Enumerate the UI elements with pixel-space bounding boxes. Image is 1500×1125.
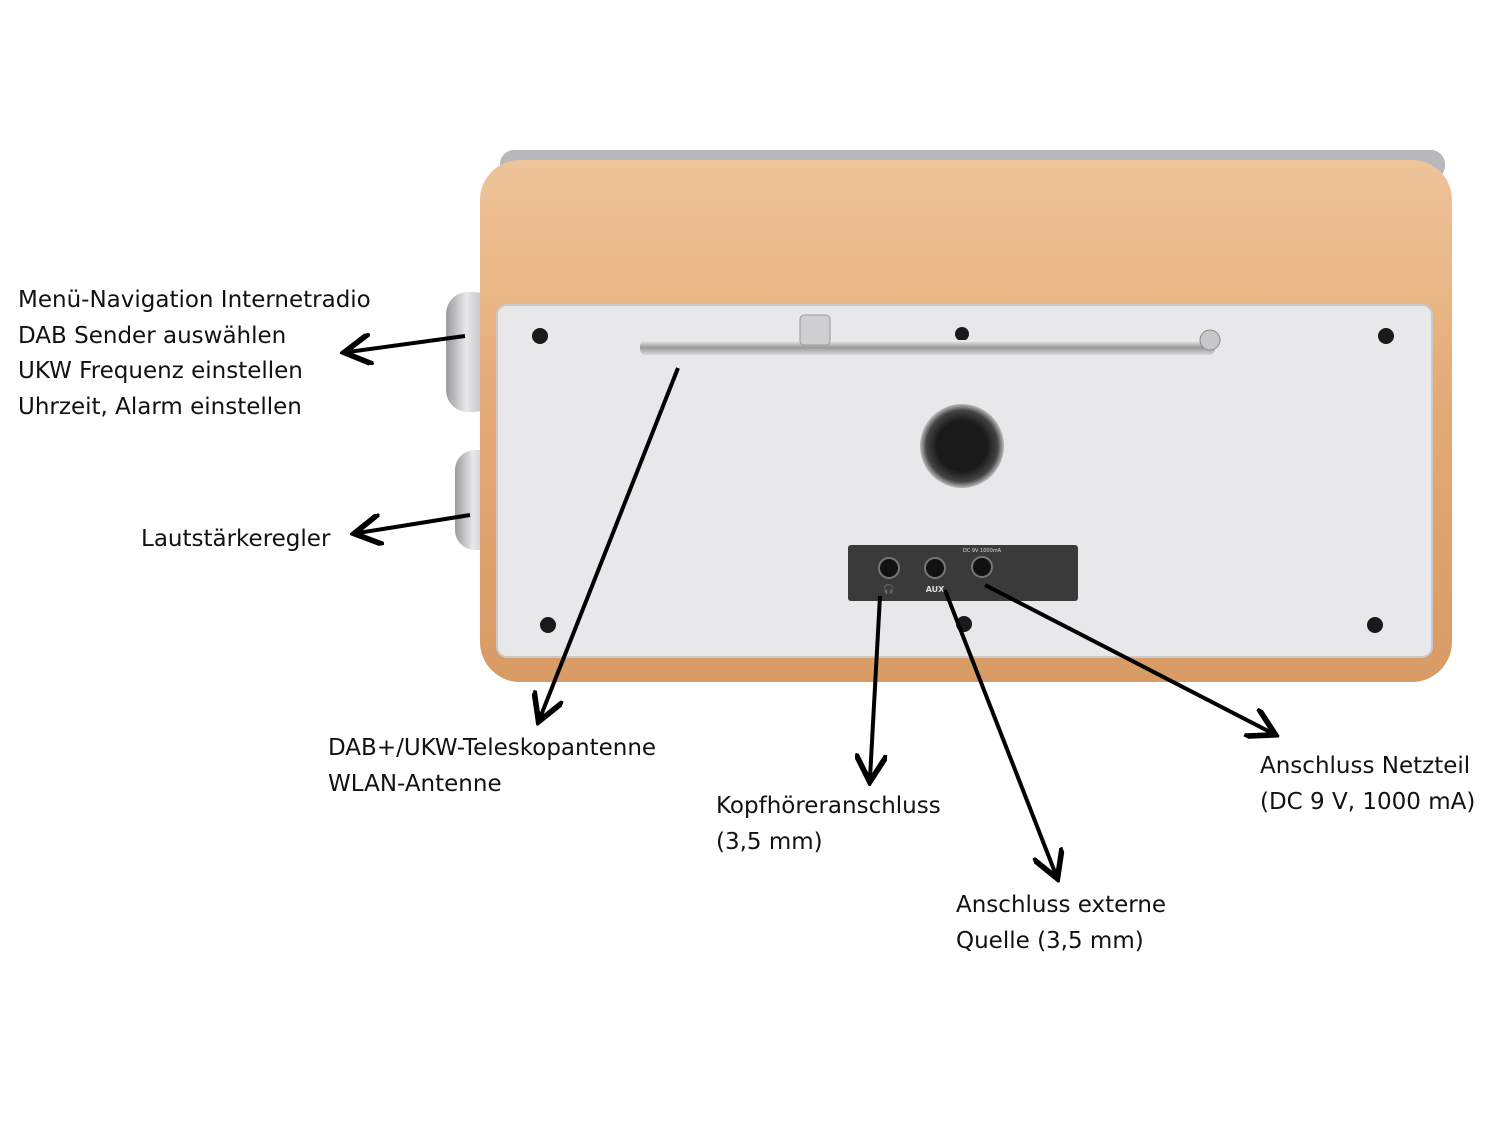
aux-jack [924, 557, 946, 579]
label-line: DAB+/UKW-Teleskopantenne [328, 735, 657, 761]
callout-arrows [348, 336, 1272, 875]
label-line: Lautstärkeregler [141, 526, 331, 552]
label-volume: Lautstärkeregler [141, 522, 330, 558]
label-power: Anschluss Netzteil (DC 9 V, 1000 mA) [1260, 749, 1475, 820]
label-navigation: Menü-Navigation Internetradio DAB Sender… [18, 283, 371, 425]
headphone-jack [878, 557, 900, 579]
label-line: WLAN-Antenne [328, 770, 502, 797]
aux-text: AUX [926, 585, 945, 594]
dc-jack [971, 556, 993, 578]
dc-text: DC 9V 1000mA [963, 548, 1002, 554]
label-aux: Anschluss externe Quelle (3,5 mm) [956, 888, 1166, 959]
label-antenna: DAB+/UKW-Teleskopantenne WLAN-Antenne [328, 731, 656, 802]
label-headphone: Kopfhöreranschluss (3,5 mm) [716, 789, 941, 860]
port-panel: 🎧 AUX DC 9V 1000mA [848, 545, 1078, 601]
label-line: DAB Sender auswählen [18, 322, 287, 349]
screws [532, 327, 1394, 633]
label-line: (DC 9 V, 1000 mA) [1260, 788, 1476, 815]
label-line: Uhrzeit, Alarm einstellen [18, 393, 302, 420]
label-line: (3,5 mm) [716, 828, 823, 855]
label-line: UKW Frequenz einstellen [18, 358, 303, 384]
telescopic-antenna [640, 314, 1221, 355]
headphone-icon: 🎧 [883, 583, 894, 595]
label-line: Kopfhöreranschluss [716, 793, 941, 819]
label-line: Anschluss externe [956, 892, 1167, 918]
label-line: Quelle (3,5 mm) [956, 927, 1144, 954]
label-line: Menü-Navigation Internetradio [18, 287, 371, 313]
bass-port [920, 404, 1004, 488]
label-line: Anschluss Netzteil [1260, 753, 1471, 779]
